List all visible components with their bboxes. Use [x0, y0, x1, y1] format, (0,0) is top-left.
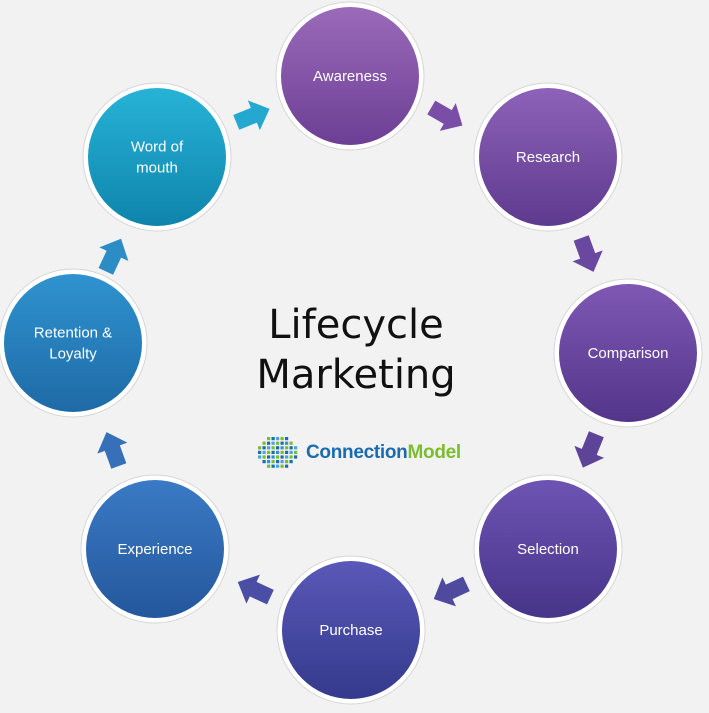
logo-dot: [276, 464, 280, 468]
connectionmodel-logo: ConnectionModel: [256, 434, 461, 472]
flow-arrow-4: [433, 576, 470, 607]
logo-dot: [271, 441, 275, 445]
logo-dot: [267, 460, 271, 464]
flow-arrow-6: [97, 432, 128, 469]
diagram-title: Lifecycle Marketing: [206, 300, 506, 400]
logo-dot: [271, 455, 275, 459]
stage-label: Research: [516, 149, 580, 166]
logo-dot: [267, 437, 271, 441]
logo-dot: [280, 441, 284, 445]
logo-dots-icon: [258, 437, 298, 468]
stage-label: Word of: [131, 139, 184, 156]
logo-dot: [280, 450, 284, 454]
stage-label: Experience: [117, 541, 192, 558]
logo-dot: [271, 446, 275, 450]
title-line-2: Marketing: [256, 352, 456, 398]
logo-dot: [276, 455, 280, 459]
logo-word-model: Model: [407, 442, 462, 463]
logo-dot: [280, 446, 284, 450]
logo-dot: [285, 450, 289, 454]
logo-dot: [289, 455, 293, 459]
logo-dot: [267, 441, 271, 445]
logo-dot: [271, 450, 275, 454]
logo-dot: [285, 437, 289, 441]
stage-comparison: Comparison: [553, 278, 703, 428]
logo-dot: [262, 446, 266, 450]
stage-circle: [479, 480, 617, 618]
nodes-layer: AwarenessResearchComparisonSelectionPurc…: [0, 1, 703, 705]
stage-circle: [559, 284, 697, 422]
stage-label: Retention &: [34, 325, 112, 342]
flow-arrow-3: [574, 431, 605, 468]
stage-circle: [88, 88, 226, 226]
stage-circle: [282, 561, 420, 699]
logo-dot: [262, 455, 266, 459]
stage-selection: Selection: [473, 474, 623, 624]
logo-dot: [276, 441, 280, 445]
logo-dot: [285, 446, 289, 450]
stage-awareness: Awareness: [275, 1, 425, 151]
logo-dot: [262, 441, 266, 445]
logo-dot: [280, 437, 284, 441]
logo-dot: [276, 460, 280, 464]
stage-purchase: Purchase: [276, 555, 426, 705]
logo-dot: [285, 460, 289, 464]
stage-circle: [479, 88, 617, 226]
stage-circle: [4, 274, 142, 412]
logo-dot: [276, 437, 280, 441]
stage-label: Loyalty: [49, 346, 97, 363]
stage-label: Purchase: [319, 622, 382, 639]
logo-dot: [258, 446, 262, 450]
stage-label: Comparison: [588, 345, 669, 362]
logo-dot: [267, 450, 271, 454]
logo-dot: [271, 437, 275, 441]
logo-dot: [280, 460, 284, 464]
logo-dot: [262, 450, 266, 454]
logo-dot: [289, 446, 293, 450]
flow-arrow-8: [233, 100, 270, 131]
stage-experience: Experience: [80, 474, 230, 624]
logo-dot: [258, 450, 262, 454]
stage-circle: [86, 480, 224, 618]
logo-dot: [276, 446, 280, 450]
flow-arrow-2: [572, 235, 603, 272]
logo-dot: [285, 455, 289, 459]
stage-word-of-mouth: Word of mouth: [82, 82, 232, 232]
flow-arrow-7: [98, 238, 129, 275]
logo-dot: [294, 450, 298, 454]
title-line-1: Lifecycle: [268, 302, 444, 348]
logo-word-connection: Connection: [306, 442, 408, 463]
stage-label: Awareness: [313, 68, 387, 85]
stage-label: mouth: [136, 160, 178, 177]
logo-dot: [267, 446, 271, 450]
logo-dot: [294, 455, 298, 459]
logo-dot: [267, 455, 271, 459]
arrows-layer: [97, 100, 605, 607]
stage-research: Research: [473, 82, 623, 232]
logo-dot: [276, 450, 280, 454]
logo-dot: [289, 450, 293, 454]
logo-dot: [289, 441, 293, 445]
logo-wordmark: ConnectionModel: [306, 442, 461, 464]
logo-dot: [280, 464, 284, 468]
logo-dot: [289, 460, 293, 464]
logo-dot: [271, 460, 275, 464]
logo-dot: [271, 464, 275, 468]
flow-arrow-1: [427, 100, 463, 131]
logo-dot: [294, 446, 298, 450]
stage-retention-loyalty: Retention & Loyalty: [0, 268, 148, 418]
logo-dot: [285, 441, 289, 445]
flow-arrow-5: [237, 574, 274, 605]
logo-dot: [280, 455, 284, 459]
stage-label: Selection: [517, 541, 579, 558]
stage-circle: [281, 7, 419, 145]
logo-dot: [262, 460, 266, 464]
logo-dot: [258, 455, 262, 459]
logo-dot: [267, 464, 271, 468]
logo-dot: [285, 464, 289, 468]
